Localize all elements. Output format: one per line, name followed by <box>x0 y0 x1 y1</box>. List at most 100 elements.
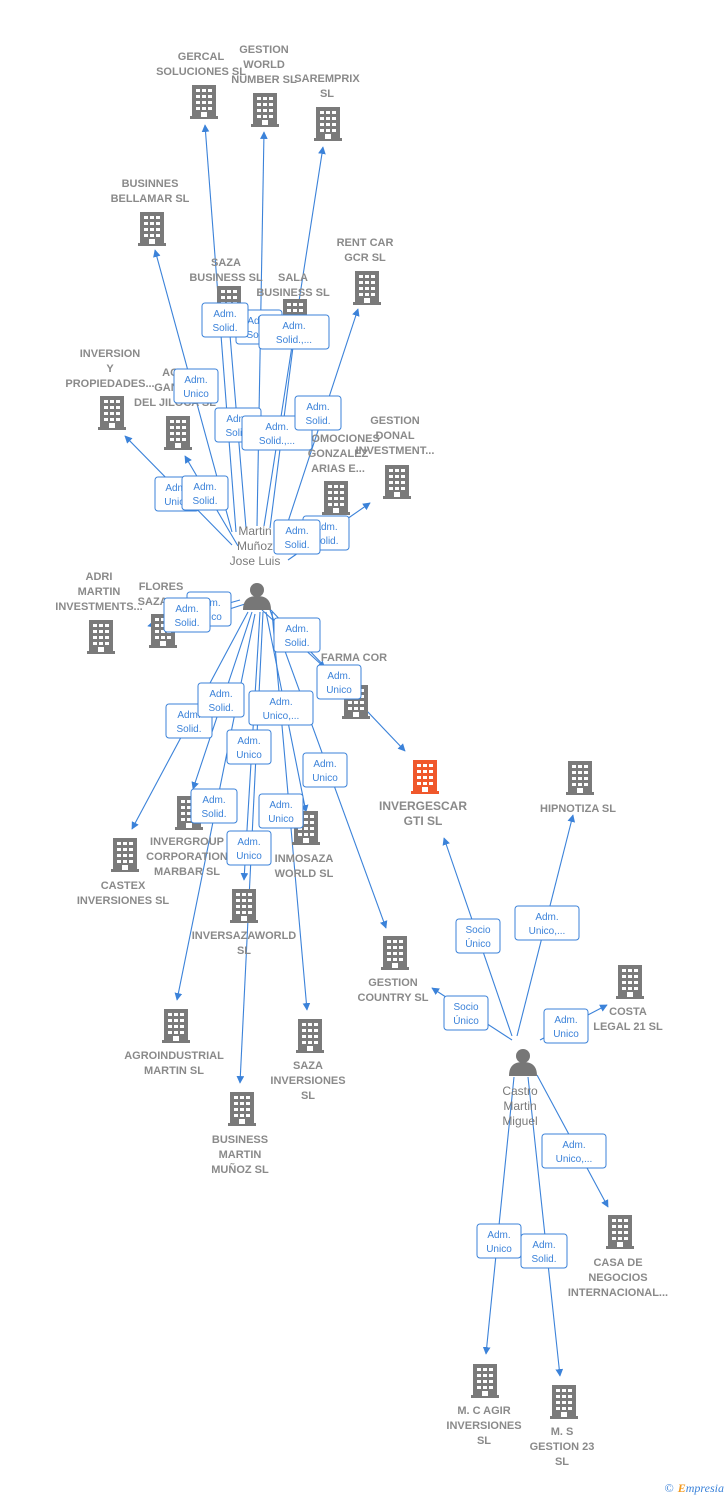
node-label-line: INVERSAZAWORLD <box>192 930 297 942</box>
company-node-saza_inversiones[interactable]: SAZA INVERSIONES SL <box>270 1019 346 1102</box>
node-label-line: BUSINNES <box>122 178 179 190</box>
edge-role-label-l_c_mcagir[interactable]: Adm.Unico <box>476 1223 522 1259</box>
edge-role-label-l_country[interactable]: Adm.Unico <box>302 752 348 788</box>
edge-role-label-l_invergroup2[interactable]: Adm.Solid. <box>190 788 238 824</box>
node-label-line: SAREMPRIX <box>294 73 360 85</box>
node-label-line: SAZA <box>211 257 241 269</box>
role-text: Adm. <box>269 800 292 811</box>
node-label-line: SL <box>320 88 334 100</box>
role-text: Socio <box>453 1002 478 1013</box>
edge-role-label-l_ganaderia[interactable]: Adm.Solid. <box>181 475 229 511</box>
node-label-line: Martin <box>238 524 271 538</box>
node-label-line: INVERSIONES SL <box>77 895 170 907</box>
edge-role-label-l_inmosaza[interactable]: Adm. Unico,... <box>248 690 314 726</box>
building-icon <box>111 838 139 872</box>
node-label-line: SL <box>301 1090 315 1102</box>
company-node-hipnotiza[interactable]: HIPNOTIZA SL <box>540 761 616 815</box>
node-label-line: FARMA COR <box>321 652 387 664</box>
edge-role-label-l_invergroup[interactable]: Adm.Solid. <box>197 682 245 718</box>
role-text: Solid. <box>176 724 201 735</box>
person-icon <box>243 583 271 610</box>
edge-role-label-l_c_casa[interactable]: Adm. Unico,... <box>541 1133 607 1169</box>
edge-role-label-l_farma[interactable]: Adm.Solid. <box>273 617 321 653</box>
role-text: Adm. <box>562 1140 585 1151</box>
edge-role-label-l_c_costa[interactable]: Adm.Unico <box>543 1008 589 1044</box>
edge-role-label-l_agro[interactable]: Adm.Unico <box>226 729 272 765</box>
edge-role-label-l_business_m[interactable]: Adm.Unico <box>258 793 304 829</box>
edge-role-label-l_businnes[interactable]: Adm.Solid. <box>201 302 249 338</box>
company-node-gestion_donal[interactable]: GESTIONDONALINVESTMENT... <box>356 415 435 499</box>
role-box <box>294 395 342 431</box>
building-icon <box>138 212 166 246</box>
edge-role-label-l_promociones[interactable]: Adm.Solid. <box>273 519 321 555</box>
edge-role-label-l_gercal[interactable]: Adm.Unico <box>173 368 219 404</box>
edge-role-label-l_invergescar[interactable]: Adm.Unico <box>316 664 362 700</box>
node-label-line: INVERSIONES <box>270 1075 345 1087</box>
company-node-inversion_propiedades[interactable]: INVERSIONYPROPIEDADES... <box>65 348 155 430</box>
node-label-line: SAZA <box>293 1060 323 1072</box>
edge-role-label-l_c_ms[interactable]: Adm.Solid. <box>520 1233 568 1269</box>
node-label-line: NUMBER SL <box>231 74 297 86</box>
role-text: Solid. <box>284 540 309 551</box>
node-label-line: BUSINESS SL <box>256 287 330 299</box>
role-box <box>543 1008 589 1044</box>
edge-role-label-l_adri[interactable]: Adm.Solid. <box>163 597 211 633</box>
role-text: Adm. <box>269 697 292 708</box>
edge-role-label-l_inversaza[interactable]: Adm.Unico <box>226 830 272 866</box>
node-label-line: SOLUCIONES SL <box>156 66 246 78</box>
node-label-line: COUNTRY SL <box>358 992 429 1004</box>
company-node-saremprix[interactable]: SAREMPRIX SL <box>294 73 360 141</box>
focus-building-icon <box>411 760 439 794</box>
role-box <box>173 368 219 404</box>
building-icon <box>550 1385 578 1419</box>
role-text: Solid.,... <box>259 436 295 447</box>
node-label-line: LEGAL 21 SL <box>593 1021 663 1033</box>
role-box <box>258 314 330 350</box>
role-box <box>302 752 348 788</box>
role-text: Único <box>465 937 491 950</box>
role-text: Unico,... <box>556 1154 593 1165</box>
edge-role-label-l_rentcar[interactable]: Adm.Solid. <box>294 395 342 431</box>
edge-role-label-l_saremprix[interactable]: Adm.Solid.,... <box>258 314 330 350</box>
edge-role-label-l_c_hipnotiza[interactable]: Adm.Unico,... <box>514 905 580 941</box>
role-text: Solid. <box>212 323 237 334</box>
building-icon <box>566 761 594 795</box>
node-label-line: GESTION <box>239 44 289 56</box>
node-label-line: MARTIN <box>78 586 121 598</box>
empresia-brand[interactable]: ©Empresia <box>665 1481 724 1496</box>
role-text: Adm. <box>237 837 260 848</box>
node-label-line: BUSINESS <box>212 1134 268 1146</box>
company-node-casa_negocios[interactable]: CASA DENEGOCIOSINTERNACIONAL... <box>568 1215 668 1299</box>
building-icon <box>322 481 350 515</box>
node-label-line: CASA DE <box>593 1257 642 1269</box>
company-node-adri_martin[interactable]: ADRIMARTININVESTMENTS... <box>55 571 143 654</box>
node-label-line: AGROINDUSTRIAL <box>124 1050 224 1062</box>
node-label-line: SL <box>477 1435 491 1447</box>
role-box <box>197 682 245 718</box>
brand-name: mpresia <box>685 1481 724 1495</box>
role-text: Unico,... <box>263 711 300 722</box>
building-icon <box>98 396 126 430</box>
